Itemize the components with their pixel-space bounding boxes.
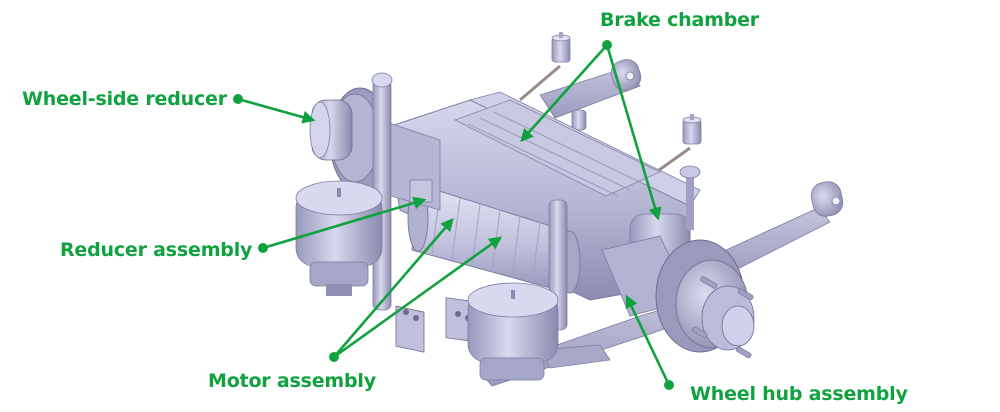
leader-brake-chamber xyxy=(520,40,662,221)
wheel-hub-part xyxy=(601,235,755,359)
label-motor-assembly: Motor assembly xyxy=(208,370,376,392)
reducer-assembly-part xyxy=(379,119,441,211)
label-brake-chamber: Brake chamber xyxy=(600,9,759,31)
leaf-spring-rear xyxy=(539,59,642,119)
leader-motor-assembly xyxy=(329,218,503,362)
brake-chamber-left-part xyxy=(519,32,571,102)
label-wheel-side-reducer: Wheel-side reducer xyxy=(22,88,227,110)
label-wheel-hub-assembly: Wheel hub assembly xyxy=(690,383,908,405)
leader-wheel-side-reducer xyxy=(233,94,316,124)
air-spring-right xyxy=(467,282,559,381)
leader-wheel-hub-assembly xyxy=(625,294,674,390)
leader-reducer-assembly xyxy=(258,196,427,253)
air-spring-left xyxy=(295,180,383,296)
label-reducer-assembly: Reducer assembly xyxy=(60,239,253,261)
